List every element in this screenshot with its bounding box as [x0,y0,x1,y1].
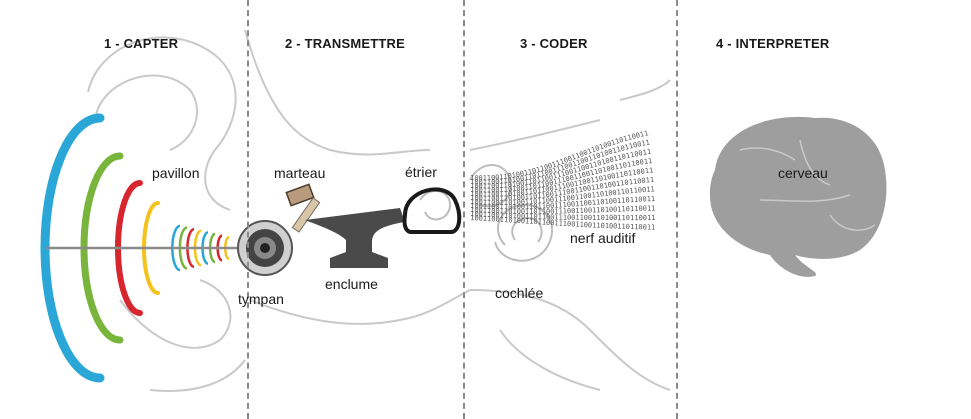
label-nerf-auditif: nerf auditif [570,230,636,246]
label-cochlee: cochlée [495,285,544,301]
stage-header-coder: 3 - CODER [520,36,588,51]
label-marteau: marteau [274,165,326,181]
etrier-stirrup [402,187,462,234]
cochlea [419,164,554,262]
label-enclume: enclume [325,276,378,292]
stage-divider [463,0,465,419]
label-pavillon: pavillon [152,165,200,181]
brain [709,116,887,277]
label-etrier: étrier [405,164,437,180]
label-cerveau: cerveau [778,165,828,181]
ear-outline [87,29,671,392]
tympan-speaker [237,220,293,276]
stage-header-capter: 1 - CAPTER [104,36,179,51]
label-tympan: tympan [238,291,284,307]
stage-divider [676,0,678,419]
enclume-anvil [305,208,405,268]
marteau-hammer [285,183,321,233]
stage-header-transmettre: 2 - TRANSMETTRE [285,36,405,51]
stage-divider [247,0,249,419]
binary-signal-line: 1001100110100110110011100110011010011011… [470,204,656,215]
binary-signal-stream: 1001100110100110110011100110011010011011… [470,129,656,231]
stage-header-interpreter: 4 - INTERPRETER [716,36,830,51]
